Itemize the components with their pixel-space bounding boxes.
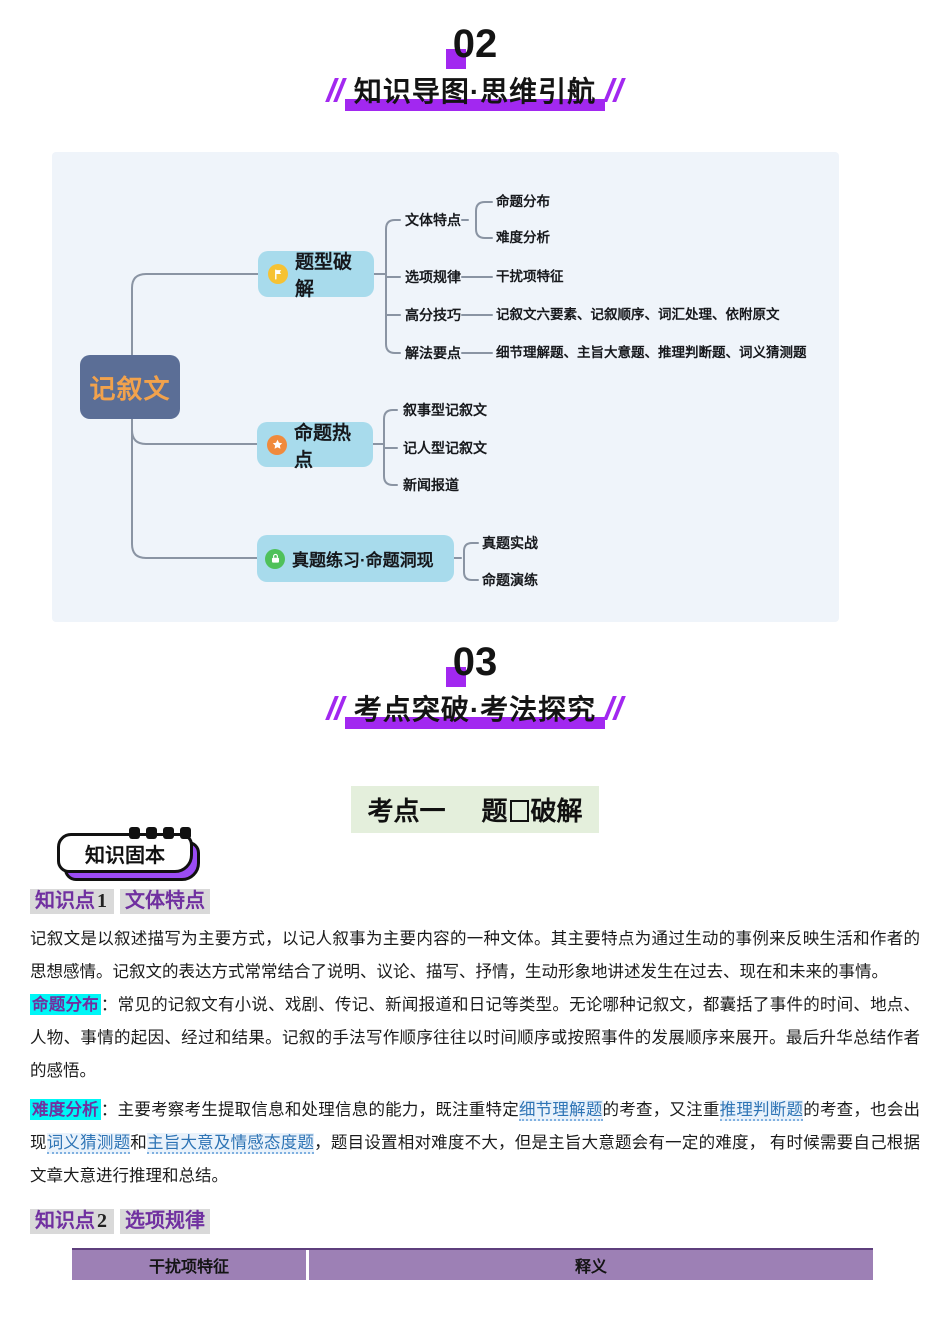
title-underline-decor [344,99,606,111]
kaodian-title-char: 题 [481,796,508,826]
branch-label: 真题练习·命题洞现 [292,551,434,570]
mindmap-leaf: 新闻报道 [403,477,459,493]
kp-number: 1 [97,890,107,912]
section-02-title: 知识导图·思维引航 [344,70,606,111]
kp-title: 文体特点 [120,889,210,914]
mindmap-root-node: 记叙文 [80,355,180,419]
parallel-slash-icon [603,696,626,720]
table-header-cell-meaning: 释义 [575,1259,608,1276]
kp-number: 2 [97,1210,107,1232]
mindmap-panel: 记叙文 题型破解 命题热点 真题练习·命题洞现 文体特点 选项规律 高分技巧 解… [52,152,839,622]
kaodian-heading: 考点一 题破解 [0,786,950,833]
parallel-slash-icon [324,696,347,720]
mindmap-leaf: 干扰项特征 [496,269,564,284]
purple-square-decor [445,49,466,69]
title-underline-decor [344,717,606,729]
kp-tag: 知识点 [35,890,95,912]
inline-link-mainidea[interactable]: 主旨大意及情感态度题 [147,1133,315,1154]
knowledge-badge: 知识固本 [57,827,200,881]
mindmap-leaf: 细节理解题、主旨大意题、推理判断题、词义猜测题 [496,345,807,360]
lock-icon [265,548,285,569]
badge-tabs-decor [129,827,191,839]
parallel-slash-icon [603,78,626,102]
nandu-paragraph: 难度分析：主要考察考生提取信息和处理信息的能力，既注重特定细节理解题的考查，又注… [30,1099,921,1185]
flag-icon [268,264,288,284]
cyan-highlight-label: 难度分析 [30,1099,101,1120]
missing-glyph-box [509,800,529,822]
kaodian-prefix: 考点一 [367,796,446,826]
inline-link-wordguess[interactable]: 词义猜测题 [46,1133,131,1154]
intro-paragraph: 记叙文是以叙述描写为主要方式，以记人叙事为主要内容的一种文体。其主要特点为通过生… [30,929,920,981]
mindmap-connectors [131,201,493,581]
mindmap-leaf: 命题演练 [482,572,538,588]
mindmap-branch-zhenti: 真题练习·命题洞现 [257,535,454,582]
mindmap-leaf: 记人型记叙文 [403,440,487,456]
mindmap-node-wenti: 文体特点 [405,212,461,228]
table-header-cell-feature: 干扰项特征 [72,1250,310,1280]
mindmap-leaf: 难度分析 [496,230,550,245]
section-03-title: 考点突破·考法探究 [344,688,606,729]
inline-link-detail[interactable]: 细节理解题 [518,1100,603,1121]
branch-label: 命题热点 [294,422,352,471]
purple-square-decor [445,667,466,687]
kp-tag: 知识点 [35,1210,95,1232]
mindmap-leaf: 记叙文六要素、记叙顺序、词汇处理、依附原文 [496,307,780,322]
section-03-header: 03 考点突破·考法探究 [0,642,950,729]
kp-title: 选项规律 [120,1209,210,1234]
badge-label: 知识固本 [57,833,193,873]
section-03-number: 03 [445,642,497,687]
mindmap-leaf: 命题分布 [496,194,550,209]
section-02-header: 02 知识导图·思维引航 [0,24,950,111]
distractor-table: 干扰项特征 释义 [72,1248,873,1280]
mindmap-branch-tixing: 题型破解 [258,251,374,300]
inline-link-inference[interactable]: 推理判断题 [719,1100,804,1121]
kaodian-title-rest: 破解 [530,796,583,826]
star-icon [267,434,287,455]
parallel-slash-icon [324,78,347,102]
cyan-highlight-label: 命题分布 [30,994,101,1015]
branch-label: 题型破解 [295,252,353,300]
mindmap-branch-redian: 命题热点 [257,422,373,471]
mindmap-node-gaofen: 高分技巧 [405,307,461,323]
section-02-number: 02 [445,24,497,69]
mingti-paragraph: 命题分布：常见的记叙文有小说、戏剧、传记、新闻报道和日记等类型。无论哪种记叙文，… [30,994,921,1080]
mindmap-leaf: 叙事型记叙文 [403,402,487,418]
table-header-row: 干扰项特征 释义 [72,1250,873,1280]
mindmap-leaf: 真题实战 [482,535,538,551]
mindmap-node-jiefa: 解法要点 [405,345,461,361]
mindmap-node-xuanxiang: 选项规律 [405,269,461,285]
